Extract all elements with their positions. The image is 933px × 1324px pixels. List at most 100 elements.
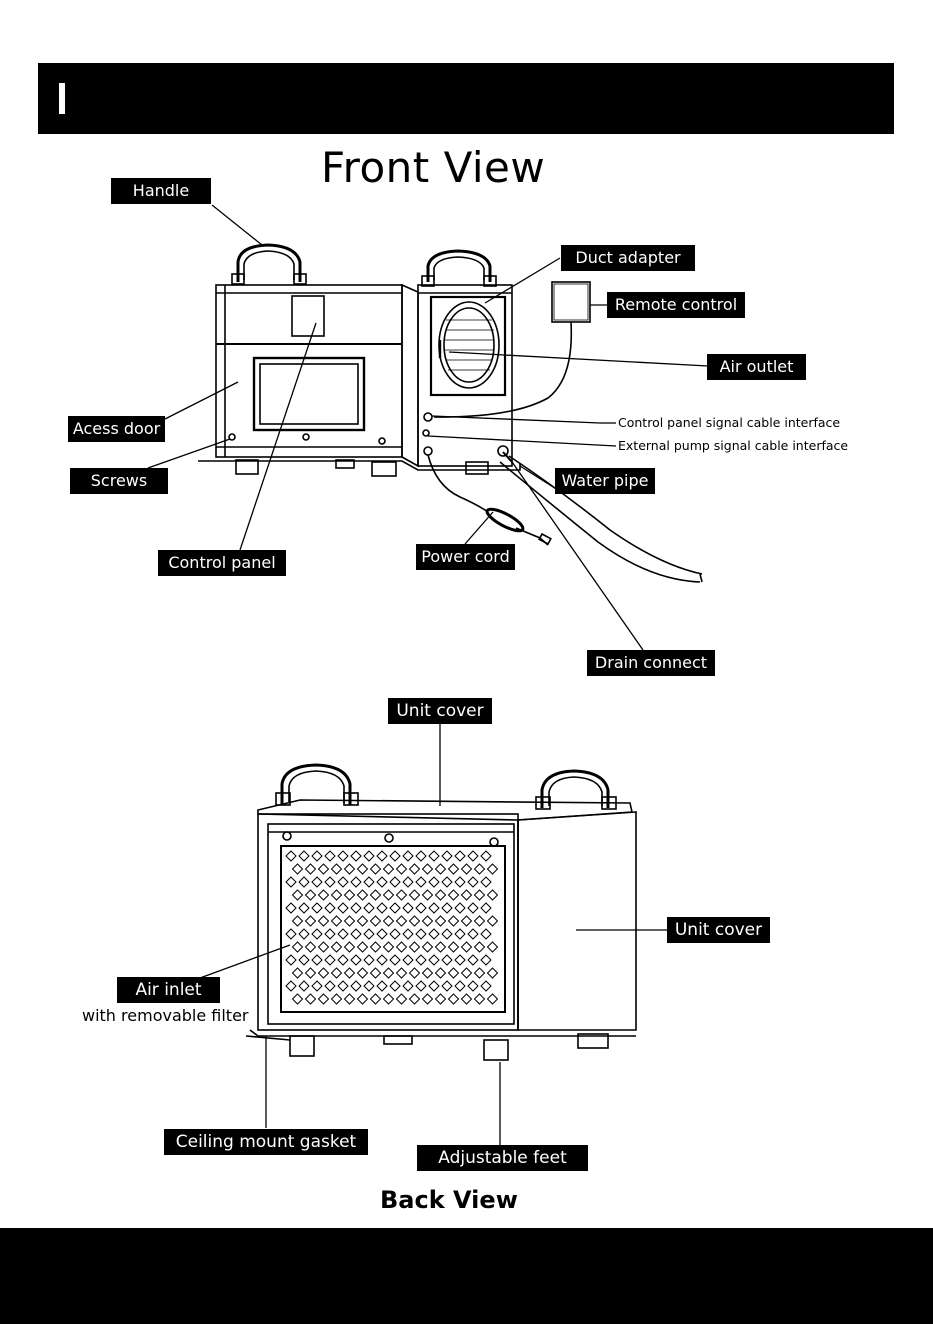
filter-cell — [403, 955, 413, 965]
filter-cell — [410, 890, 420, 900]
filter-cell — [286, 851, 296, 861]
filter-cell — [377, 981, 387, 991]
filter-cell — [436, 994, 446, 1004]
filter-cell — [319, 864, 329, 874]
filter-cell — [338, 877, 348, 887]
filter-cell — [436, 916, 446, 926]
filter-cell — [468, 929, 478, 939]
filter-cell — [325, 903, 335, 913]
filter-cell — [468, 955, 478, 965]
filter-cell — [416, 955, 426, 965]
filter-cell — [306, 890, 316, 900]
filter-cell — [390, 877, 400, 887]
filter-cell — [410, 942, 420, 952]
filter-cell — [306, 916, 316, 926]
filter-cell — [468, 877, 478, 887]
filter-cell — [377, 955, 387, 965]
filter-cell — [377, 851, 387, 861]
power-cord-shape — [428, 455, 551, 545]
filter-cell — [488, 916, 498, 926]
filter-cell — [351, 851, 361, 861]
front-handle-right — [422, 251, 496, 286]
filter-cell — [371, 864, 381, 874]
filter-cell — [423, 968, 433, 978]
filter-cell — [384, 994, 394, 1004]
filter-cell — [319, 942, 329, 952]
filter-cell — [449, 864, 459, 874]
filter-cell — [481, 851, 491, 861]
filter-cell — [319, 916, 329, 926]
filter-cell — [455, 981, 465, 991]
filter-cell — [455, 903, 465, 913]
label-power-cord: Power cord — [416, 544, 515, 570]
filter-cell — [410, 994, 420, 1004]
filter-cell — [364, 929, 374, 939]
filter-cell — [332, 942, 342, 952]
filter-cell — [397, 968, 407, 978]
filter-cell — [423, 890, 433, 900]
filter-cell — [449, 890, 459, 900]
filter-cell — [312, 851, 322, 861]
filter-cell — [423, 942, 433, 952]
front-foot — [466, 462, 488, 474]
filter-cell — [325, 981, 335, 991]
filter-cell — [319, 994, 329, 1004]
filter-cell — [293, 890, 303, 900]
label-air-outlet: Air outlet — [707, 354, 806, 380]
filter-cell — [429, 981, 439, 991]
filter-cell — [475, 890, 485, 900]
filter-cell — [286, 981, 296, 991]
filter-cell — [371, 916, 381, 926]
filter-cell — [436, 890, 446, 900]
filter-cell — [286, 877, 296, 887]
filter-cell — [306, 968, 316, 978]
filter-cell — [299, 851, 309, 861]
front-foot — [236, 460, 258, 474]
filter-cell — [286, 929, 296, 939]
filter-cell — [319, 890, 329, 900]
label-external-pump-signal-cable: External pump signal cable interface — [618, 438, 848, 453]
filter-cell — [371, 942, 381, 952]
filter-cell — [481, 955, 491, 965]
filter-cell — [371, 994, 381, 1004]
filter-cell — [345, 890, 355, 900]
filter-cell — [462, 942, 472, 952]
filter-cell — [384, 916, 394, 926]
filter-cell — [332, 916, 342, 926]
filter-cell — [416, 981, 426, 991]
filter-cell — [455, 851, 465, 861]
filter-cell — [358, 968, 368, 978]
filter-cell — [462, 890, 472, 900]
label-unit-cover-top: Unit cover — [388, 698, 492, 724]
filter-cell — [345, 864, 355, 874]
filter-cell — [345, 968, 355, 978]
filter-cell — [358, 864, 368, 874]
filter-cell — [390, 981, 400, 991]
filter-cell — [306, 994, 316, 1004]
filter-cell — [455, 929, 465, 939]
filter-cell — [475, 968, 485, 978]
filter-cell — [475, 916, 485, 926]
label-duct-adapter: Duct adapter — [561, 245, 695, 271]
filter-cell — [299, 903, 309, 913]
filter-cell — [449, 942, 459, 952]
filter-cell — [429, 877, 439, 887]
filter-cell — [481, 929, 491, 939]
filter-cell — [384, 968, 394, 978]
filter-cell — [325, 877, 335, 887]
label-control-panel: Control panel — [158, 550, 286, 576]
filter-cell — [345, 994, 355, 1004]
filter-cell — [351, 955, 361, 965]
filter-cell — [481, 981, 491, 991]
filter-cell — [377, 903, 387, 913]
filter-cell — [377, 929, 387, 939]
filter-cell — [423, 916, 433, 926]
filter-cell — [312, 981, 322, 991]
filter-cell — [293, 994, 303, 1004]
filter-cell — [449, 968, 459, 978]
filter-cell — [345, 916, 355, 926]
filter-cell — [423, 864, 433, 874]
filter-cell — [403, 877, 413, 887]
filter-cell — [325, 929, 335, 939]
filter-cell — [481, 903, 491, 913]
